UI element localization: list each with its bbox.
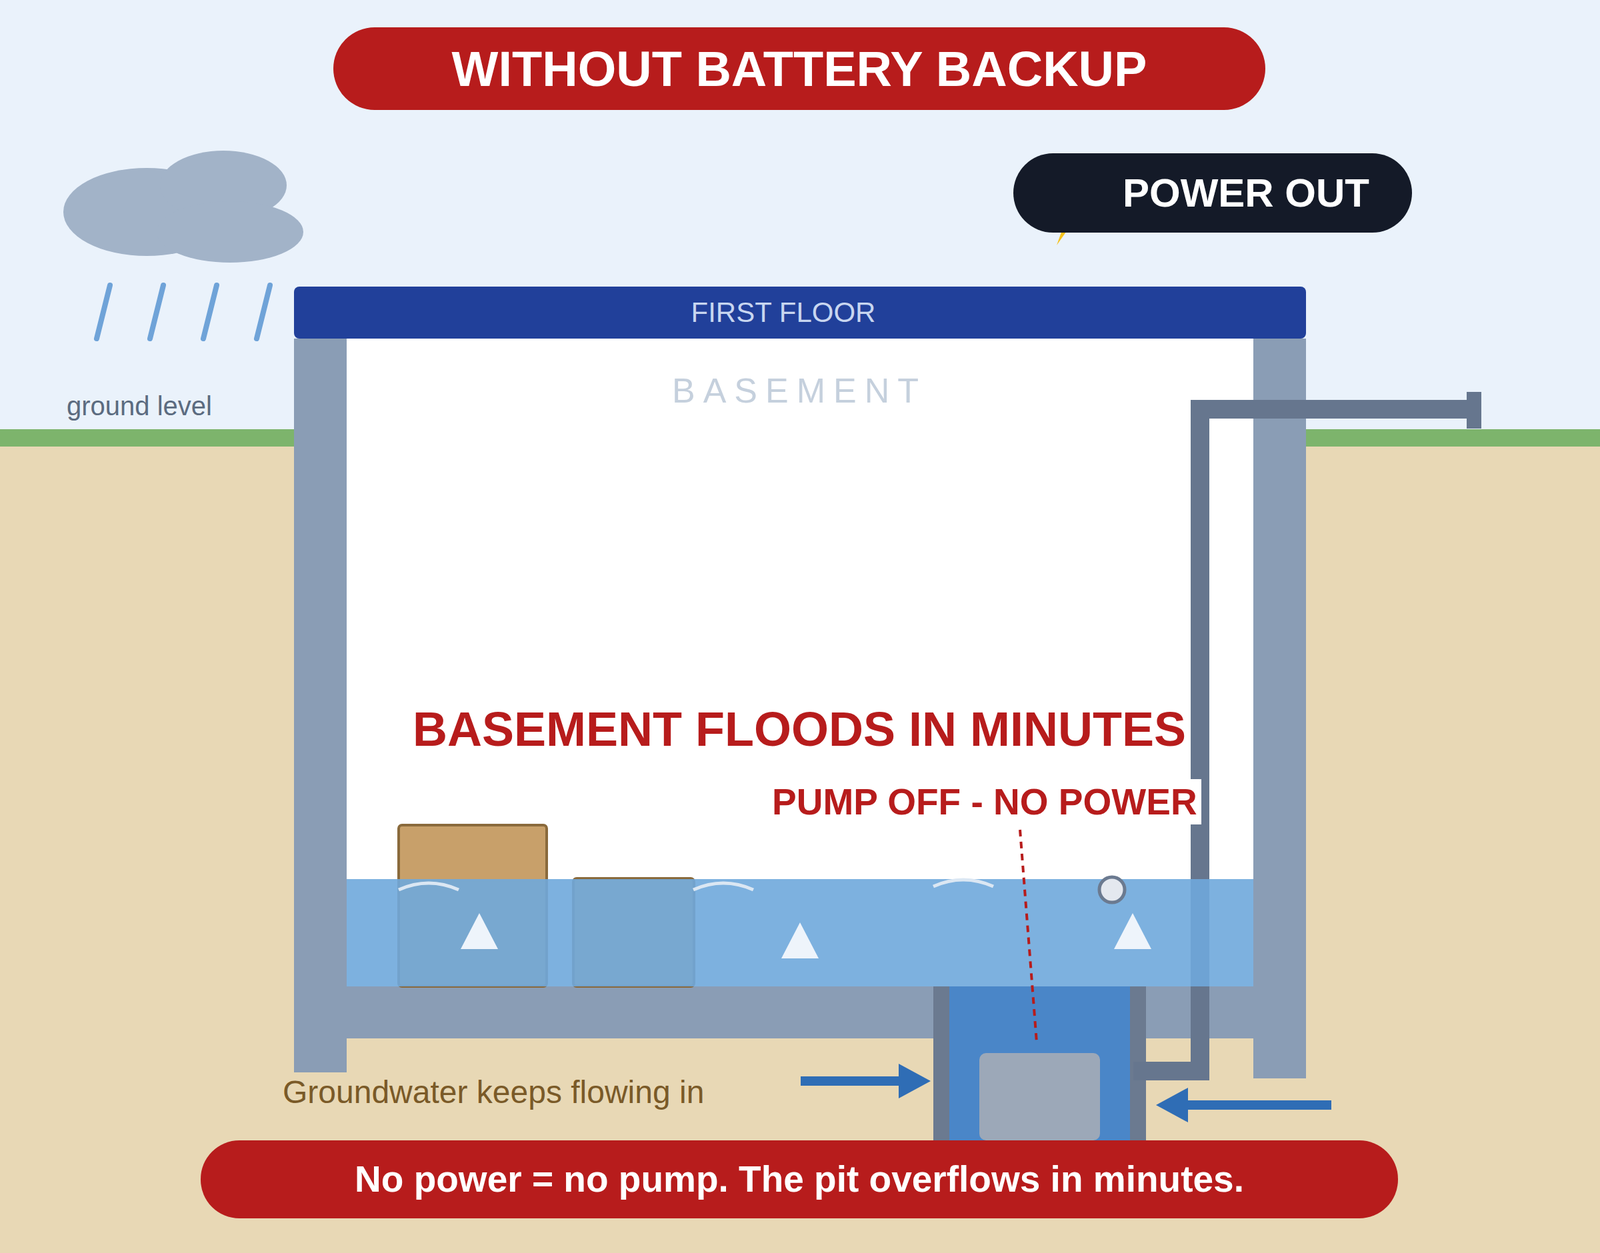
sky <box>0 0 1600 439</box>
basement-interior <box>346 338 1254 987</box>
rain-cloud <box>63 150 304 263</box>
node-text: FIRST FLOOR <box>691 296 876 329</box>
sump-pit <box>933 986 1146 1141</box>
title-pill <box>333 27 1266 110</box>
arrow-head <box>1156 1088 1188 1123</box>
node-text: POWER OUT <box>1122 170 1370 216</box>
floor-slab <box>294 986 1306 1039</box>
status-pill: POWER OUT <box>1013 153 1412 233</box>
arrow-head <box>898 1064 931 1099</box>
right-wall <box>1253 338 1306 1079</box>
rising-water-marks <box>460 913 1152 959</box>
ground-level-label: ground level <box>66 391 212 422</box>
warning-heading: BASEMENT FLOODS IN MINUTES <box>408 700 1190 758</box>
groundwater-arrows <box>800 1081 1332 1106</box>
floor-band: FIRST FLOOR <box>294 286 1306 339</box>
float-switch <box>1099 877 1125 903</box>
caption-pill <box>200 1140 1398 1219</box>
leader-line <box>1020 830 1037 1043</box>
left-wall <box>294 338 347 1079</box>
sump-pump <box>979 1053 1100 1141</box>
caption: No power = no pump. The pit overflows in… <box>354 1158 1244 1201</box>
title: WITHOUT BATTERY BACKUP <box>452 40 1148 98</box>
water-ripples <box>398 880 994 890</box>
room-name: BASEMENT <box>672 370 927 411</box>
groundwater-label: Groundwater keeps flowing in <box>278 1072 708 1112</box>
pit-water <box>949 986 1130 1141</box>
rain-drops <box>96 285 270 339</box>
pump-status: PUMP OFF - NO POWER <box>768 779 1202 825</box>
